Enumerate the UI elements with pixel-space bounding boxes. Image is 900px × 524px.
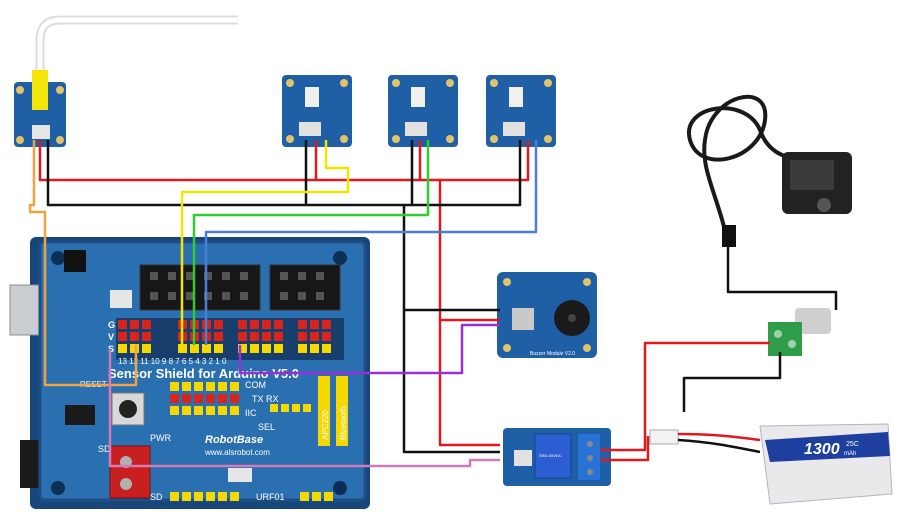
battery-capacity: 1300 [804, 441, 840, 458]
sensor-shield: GVS 13 12 11 10 9 8 7 6 5 4 3 2 1 0 Sens… [38, 240, 367, 502]
wire-red-to-relay [438, 180, 500, 447]
svg-text:V: V [108, 332, 114, 342]
dc-barrel-adapter [768, 308, 831, 356]
wire-red-relay-to-battery [600, 436, 650, 462]
digital-header-block: GVS 13 12 11 10 9 8 7 6 5 4 3 2 1 0 [108, 318, 344, 366]
battery-unit: mAh [844, 451, 856, 457]
shield-title: Sensor Shield for Arduino V5.0 [108, 366, 299, 381]
wire-pink-relay [108, 350, 500, 468]
icsp-header-2 [269, 264, 341, 311]
iic-label: IIC [245, 408, 257, 418]
led-module-1 [282, 75, 352, 147]
sd-label-1: SD [98, 444, 111, 454]
svg-text:S: S [108, 344, 114, 354]
pin-numbers: 13 12 11 10 9 8 7 6 5 4 3 2 1 0 [118, 357, 227, 366]
wire-orange-temp [28, 140, 138, 387]
com-label: COM [245, 380, 266, 390]
wire-purple-buzzer [238, 323, 500, 375]
bluetooth-label: Bluetooth [339, 406, 348, 440]
temperature-probe-module [10, 12, 245, 157]
svg-text:G: G [108, 320, 115, 330]
led-module-2 [388, 75, 458, 147]
wires [28, 140, 838, 468]
apc-label: APC220 [321, 410, 330, 440]
relay-label: SRD-05VDC [539, 453, 562, 458]
sel-label: SEL [258, 422, 275, 432]
brand-label: RobotBase [205, 434, 263, 446]
relay-module: SRD-05VDC [503, 428, 611, 486]
wire-black-pump-to-adapter [726, 246, 838, 310]
power-terminal [109, 445, 151, 499]
wire-blue-led3 [204, 140, 538, 345]
water-pump [687, 94, 852, 247]
battery-spec: 25C [846, 441, 859, 448]
url-label: www.alsrobot.com [204, 448, 270, 457]
wire-black-to-relay [402, 310, 500, 454]
pwr-label: PWR [150, 433, 171, 443]
analog-header-block [170, 382, 239, 415]
wire-green-led2 [192, 140, 430, 345]
led-module-3 [486, 75, 556, 147]
lipo-battery: 1300 25C mAh [649, 423, 893, 505]
buzzer-module: Buzzer Module V2.0 [497, 272, 597, 358]
urf-label: URF01 [256, 492, 285, 502]
buzzer-label: Buzzer Module V2.0 [530, 351, 575, 357]
wire-red-power-bus [38, 140, 530, 182]
wire-yellow-led1 [180, 140, 350, 345]
wire-black-battery-to-adapter [682, 352, 782, 412]
wire-red-relay-to-adapter [600, 341, 770, 452]
icsp-header-1 [139, 264, 261, 311]
sd-label-2: SD [150, 492, 163, 502]
wire-black-ground-bus [46, 140, 522, 207]
txrx-label: TX RX [252, 394, 279, 404]
wire-black-to-buzzer [402, 205, 500, 312]
